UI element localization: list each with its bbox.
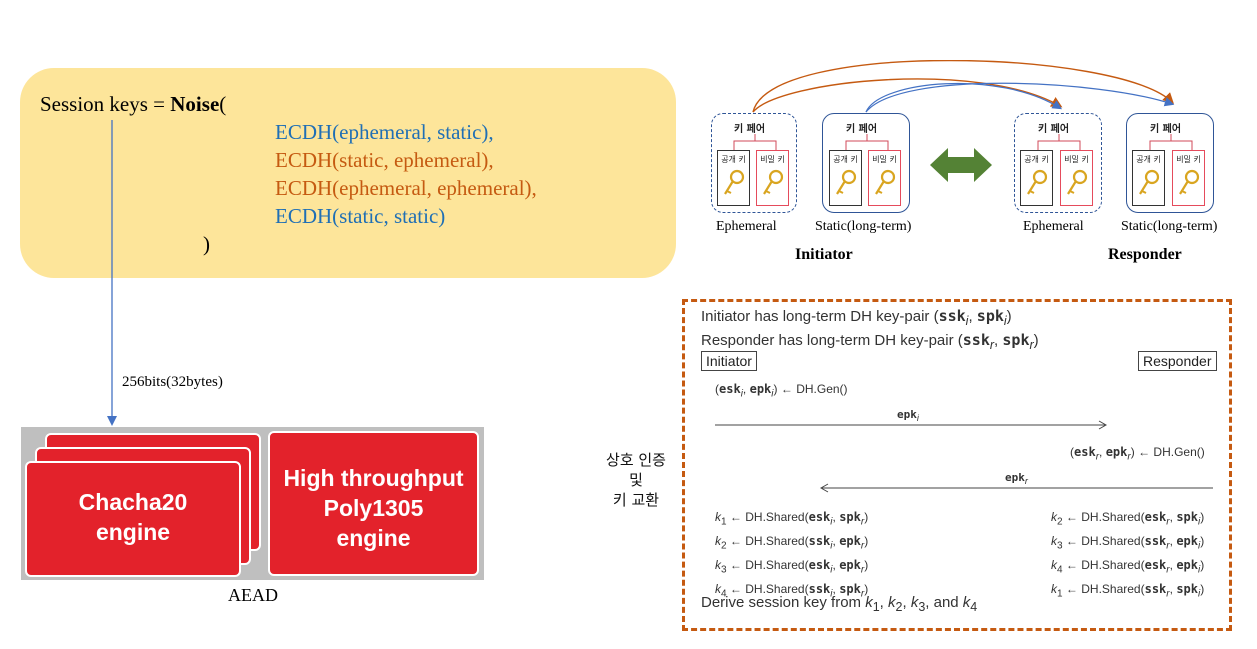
key-icon <box>1067 169 1088 195</box>
noise-formula-box: Session keys = Noise( ECDH(ephemeral, st… <box>20 68 676 278</box>
initiator-static-caption: Static(long-term) <box>815 219 912 234</box>
poly1305-line3: engine <box>336 525 411 551</box>
initiator-statement-text: Initiator has long-term DH key-pair ( <box>701 308 939 325</box>
derive-session-key: Derive session key from k1, k2, k3, and … <box>701 594 978 614</box>
key-flow-arrow <box>107 120 117 426</box>
message-arrow-left <box>820 483 1213 493</box>
shared-fn: DH.Shared <box>1081 581 1141 596</box>
chacha20-engine: Chacha20 engine <box>25 461 241 577</box>
shared-fn: DH.Shared <box>1081 557 1141 572</box>
noise-function: Noise <box>170 92 220 116</box>
chacha20-label: Chacha20 <box>78 489 188 515</box>
initiator-shared-keys: k1 ← DH.Shared(eski, spkr) k2 ← DH.Share… <box>715 510 869 600</box>
public-key-card: 공개 키 <box>1020 150 1053 206</box>
key-size-label: 256bits(32bytes) <box>122 374 223 390</box>
shared-fn: DH.Shared <box>745 557 805 572</box>
initiator-ephemeral-caption: Ephemeral <box>716 219 777 234</box>
ecdh-ephemeral-static: ECDH(ephemeral, static), <box>275 120 494 144</box>
initiator-gen: (eski, epki) ← DH.Gen() <box>715 382 848 400</box>
protocol-box: Initiator has long-term DH key-pair (ssk… <box>682 299 1232 631</box>
aead-panel: Chacha20 engine High throughput Poly1305… <box>21 427 484 580</box>
secret-key-label: 비밀 키 <box>1176 155 1201 164</box>
public-key-card: 공개 키 <box>829 150 862 206</box>
secret-key-card: 비밀 키 <box>1172 150 1205 206</box>
responder-static-keypair: 키 페어 공개 키 비밀 키 <box>1126 113 1214 213</box>
key-icon <box>1027 169 1048 195</box>
secret-key-label: 비밀 키 <box>1064 155 1089 164</box>
keypair-title: 키 페어 <box>1038 124 1070 135</box>
key-icon <box>724 169 745 195</box>
poly1305-engine: High throughput Poly1305 engine <box>268 431 479 576</box>
responder-ephemeral-caption: Ephemeral <box>1023 219 1084 234</box>
side-label-line3: 키 교환 <box>612 491 660 509</box>
epk-i-text: epk <box>897 408 917 421</box>
responder-label: Responder <box>1108 246 1182 263</box>
public-key-label: 공개 키 <box>1136 155 1161 164</box>
gen-label: DH.Gen() <box>1153 445 1205 459</box>
public-key-card: 공개 키 <box>717 150 750 206</box>
initiator-keypair-statement: Initiator has long-term DH key-pair (ssk… <box>701 307 1012 328</box>
keypair-title: 키 페어 <box>734 124 766 135</box>
gen-label: DH.Gen() <box>796 382 848 396</box>
secret-key-card: 비밀 키 <box>1060 150 1093 206</box>
responder-party-box: Responder <box>1138 351 1217 371</box>
secret-key-label: 비밀 키 <box>872 155 897 164</box>
responder-statement-text: Responder has long-term DH key-pair ( <box>701 332 963 349</box>
epk-i-label: epki <box>897 408 919 424</box>
secret-key-card: 비밀 키 <box>868 150 901 206</box>
public-key-label: 공개 키 <box>721 155 746 164</box>
keypair-title: 키 페어 <box>846 124 878 135</box>
key-icon <box>875 169 896 195</box>
mutual-auth-label: 상호 인증 및 키 교환 <box>592 450 680 510</box>
message-arrow-right <box>715 420 1108 430</box>
key-icon <box>836 169 857 195</box>
poly1305-line2: Poly1305 <box>323 495 424 521</box>
secret-key-label: 비밀 키 <box>760 155 785 164</box>
close-paren: ) <box>203 232 210 256</box>
keypair-title: 키 페어 <box>1150 124 1182 135</box>
side-label-line1: 상호 인증 <box>606 451 666 469</box>
responder-static-caption: Static(long-term) <box>1121 219 1218 234</box>
shared-fn: DH.Shared <box>1081 510 1141 524</box>
bidirectional-arrow-icon <box>930 148 992 182</box>
shared-fn: DH.Shared <box>745 581 805 596</box>
responder-gen: (eskr, epkr) ← DH.Gen() <box>1070 445 1205 463</box>
responder-ephemeral-keypair: 키 페어 공개 키 비밀 키 <box>1014 113 1102 213</box>
shared-fn: DH.Shared <box>745 510 805 524</box>
public-key-label: 공개 키 <box>1024 155 1049 164</box>
responder-shared-keys: k2 ← DH.Shared(eskr, spki) k3 ← DH.Share… <box>1051 510 1205 600</box>
ecdh-ephemeral-ephemeral: ECDH(ephemeral, ephemeral), <box>275 176 537 200</box>
side-label-line2: 및 <box>629 471 643 489</box>
key-icon <box>763 169 784 195</box>
epk-r-text: epk <box>1005 471 1025 484</box>
chacha20-engine-label: engine <box>95 519 171 545</box>
public-key-label: 공개 키 <box>833 155 858 164</box>
ecdh-static-ephemeral: ECDH(static, ephemeral), <box>275 148 494 172</box>
secret-key-card: 비밀 키 <box>756 150 789 206</box>
epk-r-label: epkr <box>1005 471 1028 487</box>
shared-fn: DH.Shared <box>745 533 805 548</box>
initiator-ephemeral-keypair: 키 페어 공개 키 비밀 키 <box>711 113 797 213</box>
public-key-card: 공개 키 <box>1132 150 1165 206</box>
key-icon <box>1139 169 1160 195</box>
initiator-static-keypair: 키 페어 공개 키 비밀 키 <box>822 113 910 213</box>
session-keys-line: Session keys = Noise( <box>40 92 226 117</box>
initiator-party-box: Initiator <box>701 351 757 371</box>
shared-fn: DH.Shared <box>1081 533 1141 548</box>
session-keys-prefix: Session keys = <box>40 92 171 116</box>
key-icon <box>1179 169 1200 195</box>
poly1305-line1: High throughput <box>283 465 464 491</box>
key-exchange-arrows <box>752 60 1175 113</box>
initiator-label: Initiator <box>795 246 853 263</box>
derive-text: Derive session key from <box>701 594 866 611</box>
responder-keypair-statement: Responder has long-term DH key-pair (ssk… <box>701 331 1039 352</box>
aead-caption: AEAD <box>228 585 278 605</box>
ecdh-static-static: ECDH(static, static) <box>275 204 446 228</box>
open-paren: ( <box>219 92 227 116</box>
